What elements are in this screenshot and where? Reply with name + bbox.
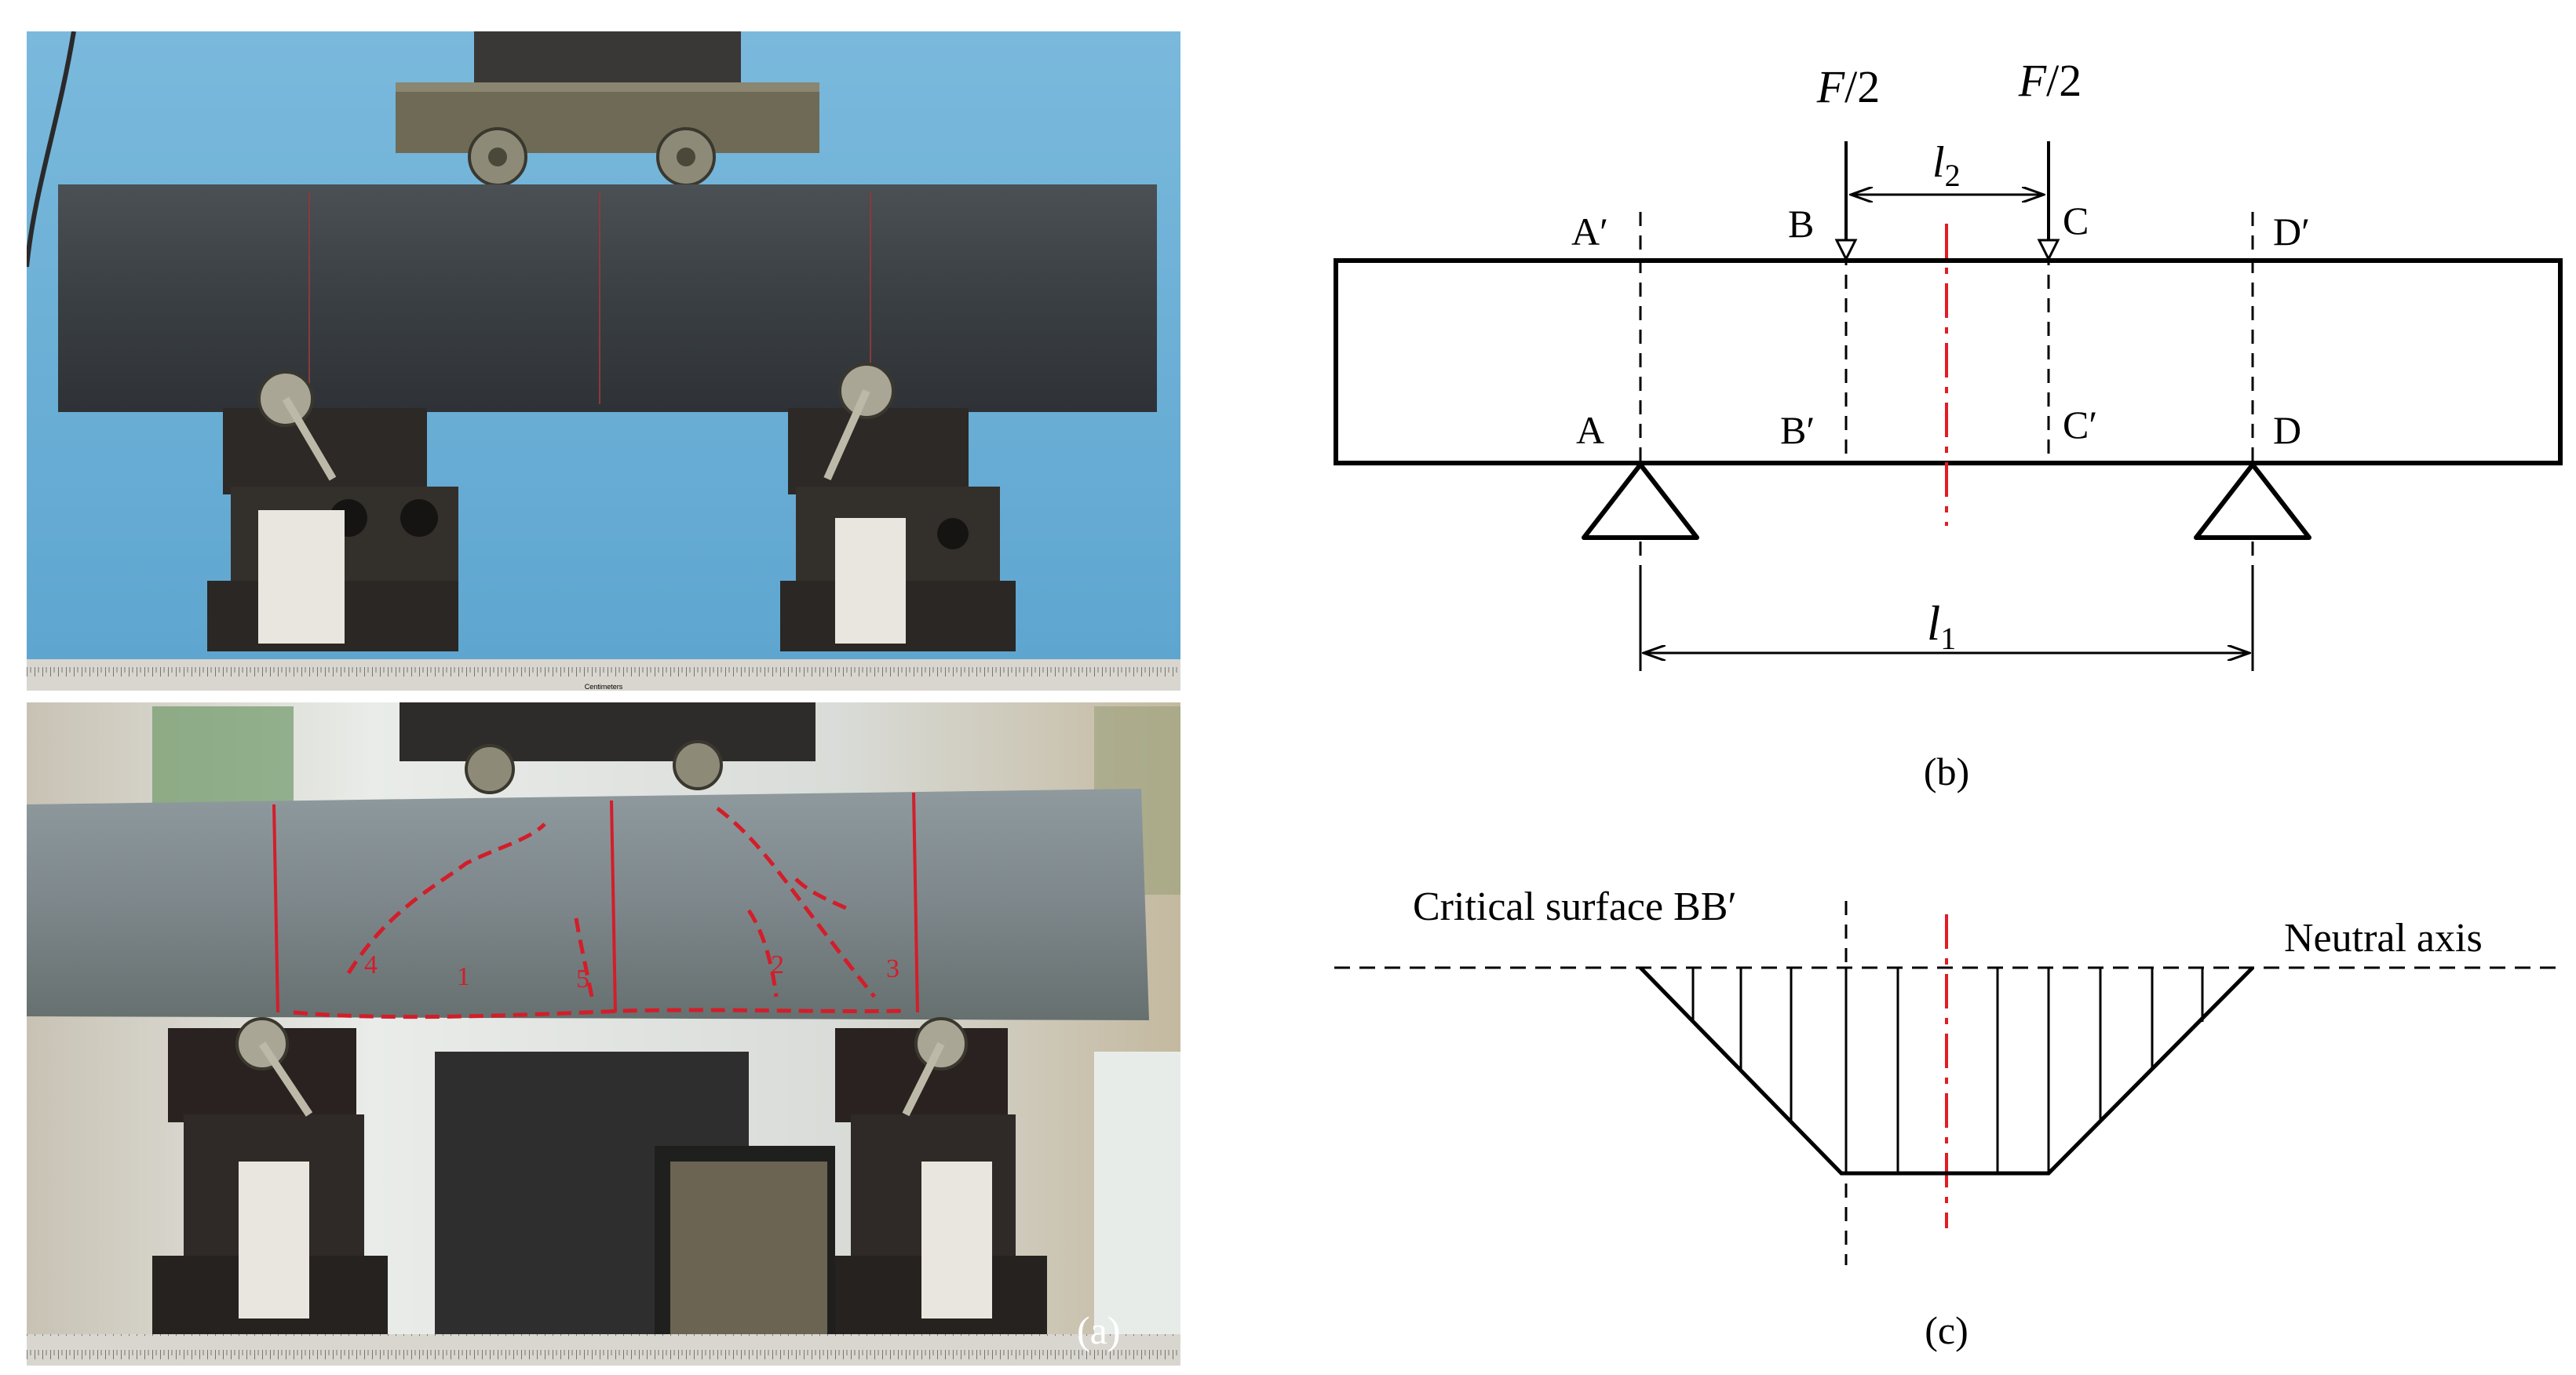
point-label-d-prime: D′ [2273, 210, 2310, 253]
ruler-label: Centimeters [585, 683, 623, 691]
inner-span-label: l2 [1932, 138, 1961, 193]
outer-span-label: l1 [1927, 597, 1956, 656]
svg-text:2: 2 [771, 950, 784, 979]
photo-bottom: 4 1 5 2 3 [27, 702, 1180, 1366]
support-fixture-right-after [819, 1017, 1047, 1334]
support-triangle-right [2194, 462, 2311, 540]
diagram-stress-distribution: Critical surface BB′ Neutral axis (c) [1334, 884, 2560, 1352]
point-label-a-prime: A′ [1571, 210, 1608, 253]
specimen-beam-top [58, 184, 1157, 412]
support-fixture-right [780, 363, 1016, 651]
point-label-b: B [1788, 202, 1814, 246]
point-label-c-prime: C′ [2063, 403, 2097, 447]
svg-text:3: 3 [886, 954, 899, 983]
specimen-beam-cracked [27, 789, 1149, 1020]
point-label-a: A [1576, 408, 1604, 452]
point-label-d: D [2273, 408, 2301, 452]
load-arrow-left [1834, 141, 1858, 262]
svg-text:5: 5 [576, 965, 589, 994]
load-label-left: F/2 [1816, 61, 1881, 112]
photo-top: Centimeters [27, 31, 1180, 691]
svg-text:1: 1 [457, 962, 470, 991]
loading-plate [396, 82, 819, 153]
panel-label-c: (c) [1925, 1308, 1968, 1352]
support-fixture-left [207, 370, 458, 651]
crack-number-labels: 4 1 5 2 3 [364, 950, 899, 994]
load-label-right: F/2 [2018, 55, 2082, 106]
crack-lines [293, 807, 907, 1019]
loading-head [474, 31, 741, 86]
panel-label-a: (a) [1077, 1308, 1121, 1352]
diagram-four-point-bending: F/2 F/2 l2 A′ B C D′ A B′ C′ D l1 (b) [1334, 55, 2563, 793]
support-triangle-left [1582, 462, 1699, 540]
neutral-axis-label: Neutral axis [2284, 916, 2483, 961]
photo-panel-a: Centimeters 4 1 5 2 3 [27, 31, 1180, 1366]
load-arrow-right [2037, 141, 2060, 262]
critical-surface-label: Critical surface BB′ [1413, 884, 1737, 929]
ruler-bottom [27, 1334, 1180, 1366]
panel-label-b: (b) [1924, 750, 1969, 793]
svg-text:4: 4 [364, 950, 378, 979]
point-label-c: C [2063, 199, 2089, 243]
point-label-b-prime: B′ [1780, 408, 1815, 452]
support-fixture-left-after [152, 1017, 388, 1334]
distribution-hatch [1691, 968, 2204, 1173]
ruler-top [27, 659, 1180, 691]
